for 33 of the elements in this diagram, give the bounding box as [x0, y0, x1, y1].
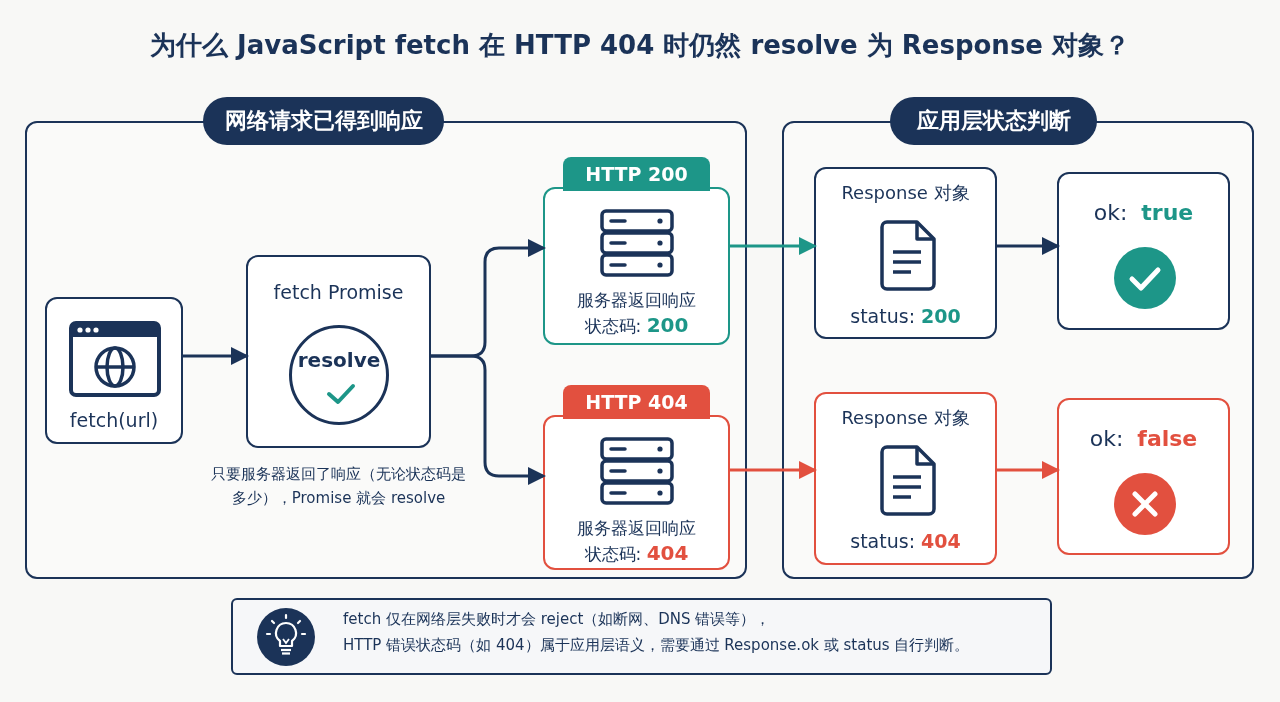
note-text: fetch 仅在网络层失败时才会 reject（如断网、DNS 错误等），: [343, 610, 771, 629]
diagram-title: 为什么 JavaScript fetch 在 HTTP 404 时仍然 resolve 为 Response 对象？: [148, 29, 1132, 62]
result-text: ok: false: [1088, 426, 1199, 451]
status-code-text: 状态码: 404: [583, 541, 690, 566]
response-card: [814, 392, 997, 565]
status-tab: HTTP 404: [563, 385, 710, 419]
result-text: ok: true: [1092, 200, 1195, 225]
arrow: [730, 237, 817, 255]
status-code-text: 状态码: 200: [583, 313, 690, 338]
response-card: [814, 167, 997, 339]
process-box: [45, 297, 183, 444]
node-label: fetch(url): [68, 409, 160, 431]
status-text: status: 404: [849, 530, 962, 552]
note-box: [231, 598, 1052, 675]
arrow: [997, 461, 1060, 479]
result-card: [1057, 398, 1230, 555]
arrow: [183, 347, 249, 365]
section-heading: 应用层状态判断: [890, 97, 1097, 145]
node-label: 服务器返回响应: [576, 517, 697, 540]
node-title: Response 对象: [840, 406, 971, 430]
arrow: [997, 237, 1060, 255]
status-tab: HTTP 200: [563, 157, 710, 191]
result-card: [1057, 172, 1230, 330]
arrow: [730, 461, 817, 479]
status-text: status: 200: [849, 305, 962, 327]
caption-text: 只要服务器返回了响应（无论状态码是多少），Promise 就会 resolve: [210, 464, 467, 509]
node-label: 服务器返回响应: [576, 289, 697, 312]
node-title: Response 对象: [840, 181, 971, 205]
section-heading: 网络请求已得到响应: [203, 97, 444, 145]
note-text: HTTP 错误状态码（如 404）属于应用层语义，需要通过 Response.ok 或 status 自行判断。: [343, 636, 970, 655]
node-title: fetch Promise: [272, 281, 405, 303]
node-label: resolve: [296, 348, 382, 372]
arrow: [431, 354, 546, 485]
